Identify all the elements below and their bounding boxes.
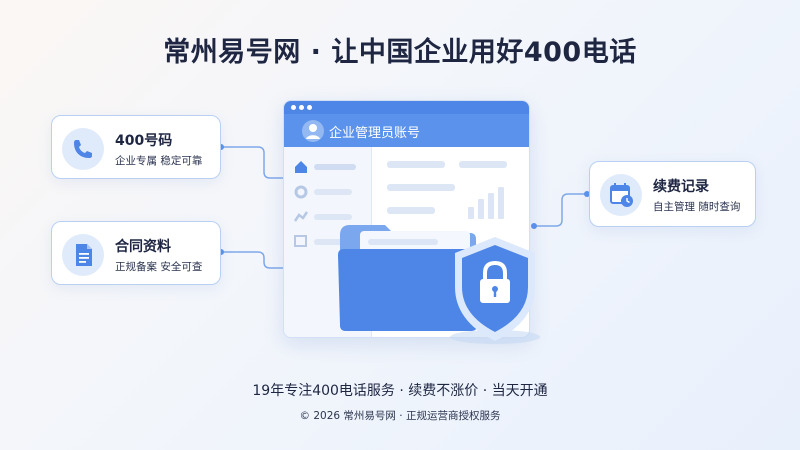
document-icon	[62, 234, 104, 276]
content-bar	[387, 184, 455, 191]
card-contract-docs[interactable]: 合同资料 正规备案 安全可查	[51, 221, 221, 285]
admin-window: 企业管理员账号	[283, 100, 530, 338]
content-bar	[459, 161, 507, 168]
page-title: 常州易号网 · 让中国企业用好400电话	[163, 37, 637, 68]
card-subtitle: 企业专属 稳定可靠	[115, 155, 203, 167]
calendar-clock-icon	[600, 174, 642, 216]
content-bar	[387, 207, 435, 214]
bar-chart-icon	[468, 187, 504, 219]
sidebar-bar	[314, 189, 352, 195]
window-dot	[307, 105, 312, 110]
list-icon	[294, 235, 307, 247]
shield-lock-icon	[450, 237, 540, 344]
card-title: 续费记录	[653, 179, 709, 195]
sidebar-bar	[314, 164, 356, 170]
gear-icon	[294, 185, 308, 199]
footer-copyright: © 2026 常州易号网 · 正规运营商授权服务	[299, 410, 501, 422]
window-header-label: 企业管理员账号	[329, 126, 421, 141]
sidebar-bar	[314, 239, 352, 245]
card-title: 400号码	[115, 133, 173, 149]
folder-icon	[338, 225, 486, 331]
phone-icon	[62, 128, 104, 170]
card-renewal-records[interactable]: 续费记录 自主管理 随时查询	[589, 161, 756, 227]
window-header: 企业管理员账号	[284, 114, 529, 147]
window-dot	[291, 105, 296, 110]
footer-slogan: 19年专注400电话服务 · 续费不涨价 · 当天开通	[252, 383, 548, 399]
chart-icon	[293, 211, 309, 222]
card-400-number[interactable]: 400号码 企业专属 稳定可靠	[51, 115, 221, 179]
content-bar	[387, 161, 445, 168]
card-title: 合同资料	[115, 239, 171, 255]
window-dot	[299, 105, 304, 110]
card-subtitle: 正规备案 安全可查	[115, 261, 203, 273]
folder-shield-illustration	[338, 225, 540, 344]
card-subtitle: 自主管理 随时查询	[653, 201, 741, 213]
user-avatar-icon	[302, 120, 324, 142]
window-titlebar	[284, 101, 529, 114]
home-icon	[295, 161, 307, 173]
sidebar-bar	[314, 214, 352, 220]
